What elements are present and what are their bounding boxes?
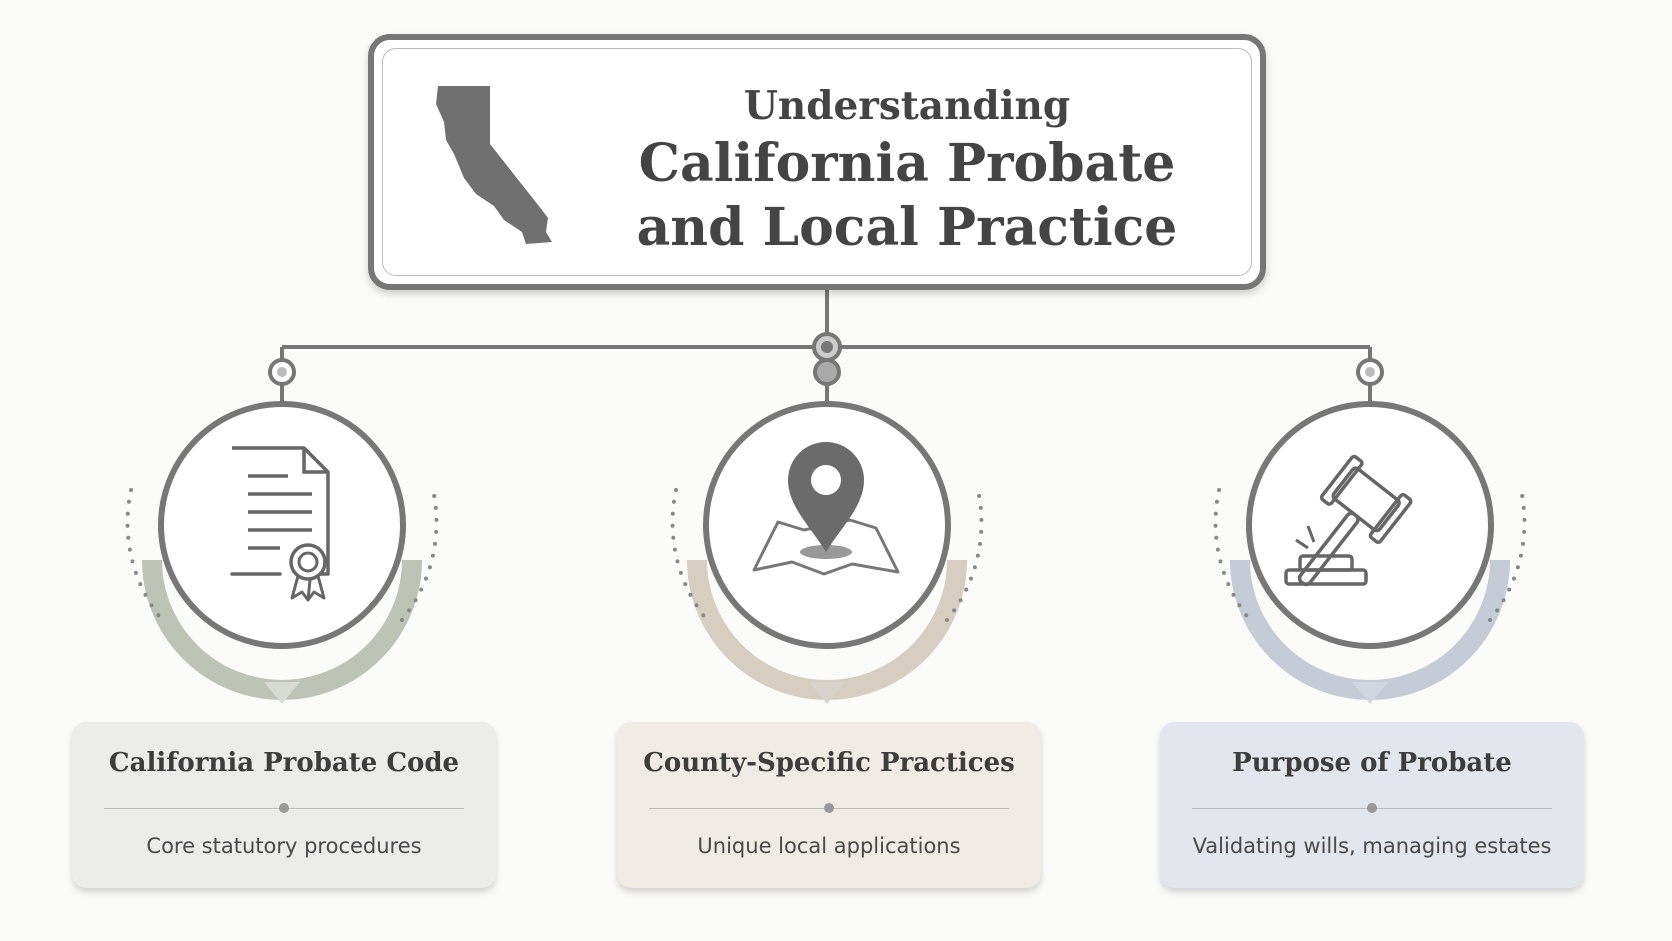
title-inner-border [382, 48, 1252, 276]
node-1-decoration [125, 401, 439, 704]
divider-dot [1367, 803, 1377, 813]
title-box: Understanding California Probate and Loc… [368, 34, 1266, 290]
card-title: County-Specific Practices [643, 748, 1015, 778]
gavel-icon [1284, 454, 1413, 587]
divider-dot [279, 803, 289, 813]
divider-dot [824, 803, 834, 813]
card-subtitle: Core statutory procedures [146, 834, 422, 858]
card-california-probate-code: California Probate Code Core statutory p… [72, 722, 496, 888]
card-subtitle: Unique local applications [697, 834, 961, 858]
title-text: Understanding California Probate and Loc… [574, 80, 1240, 260]
center-hub-node [812, 332, 842, 386]
california-map-icon [436, 86, 552, 244]
card-county-specific-practices: County-Specific Practices Unique local a… [617, 722, 1041, 888]
map-pin-icon [752, 442, 900, 576]
card-title: Purpose of Probate [1232, 748, 1512, 778]
title-line-2: California Probate [638, 133, 1176, 194]
left-junction-node [268, 358, 296, 386]
title-line-3: and Local Practice [636, 197, 1178, 258]
card-purpose-of-probate: Purpose of Probate Validating wills, man… [1160, 722, 1584, 888]
card-subtitle: Validating wills, managing estates [1192, 834, 1552, 858]
document-certificate-icon [230, 446, 330, 602]
title-line-1: Understanding [743, 83, 1071, 129]
right-junction-node [1356, 358, 1384, 386]
card-title: California Probate Code [108, 748, 460, 778]
